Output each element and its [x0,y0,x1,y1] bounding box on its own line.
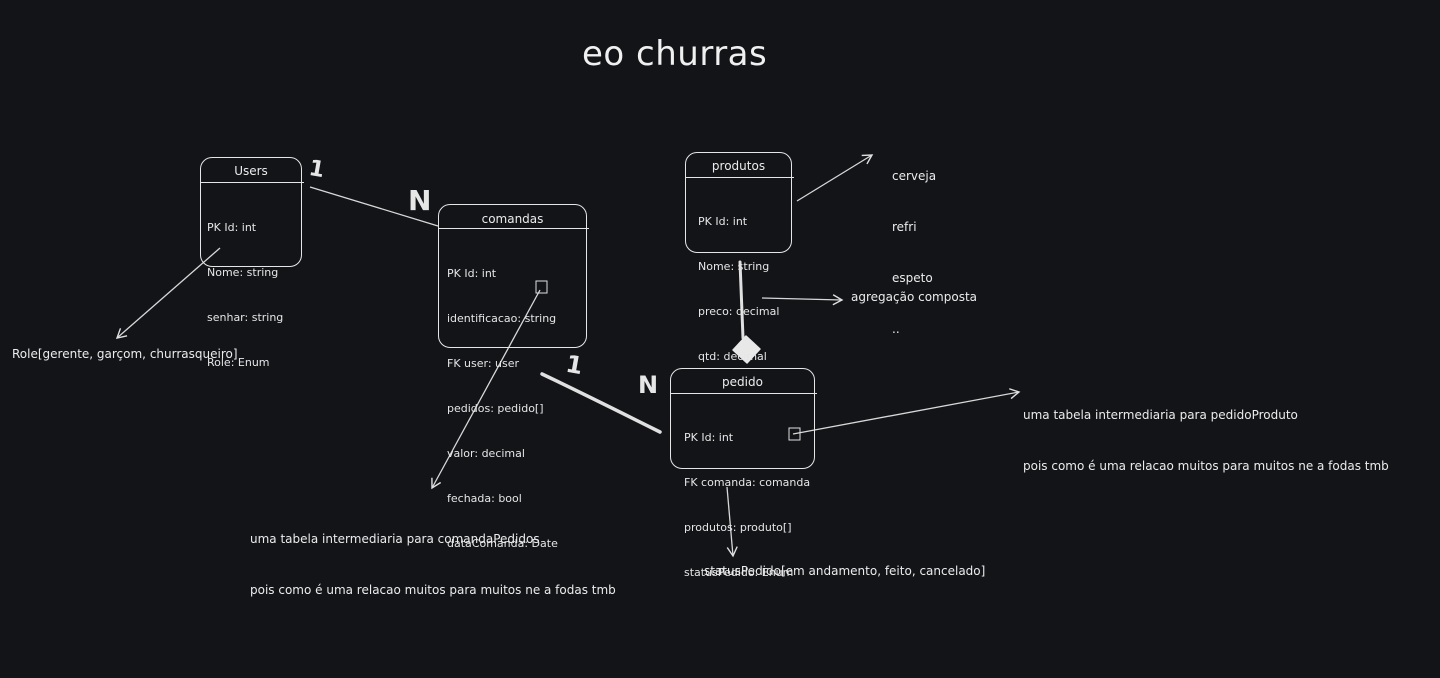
produtos-list-arrow [796,154,874,202]
produtos-field: qtd: decimal [698,350,767,363]
comanda-pedidos-note-line: uma tabela intermediaria para comandaPed… [250,532,540,546]
composition-diamond-icon [732,335,761,364]
produtos-entity-divider [685,177,794,178]
pedido-produto-note: uma tabela intermediaria para pedidoProd… [1023,373,1389,492]
comandas-field: fechada: bool [447,492,522,505]
users-field: senhar: string [207,311,284,324]
comandas-entity: comandas PK Id: int identificacao: strin… [438,204,589,550]
produtos-bracket-highlight [788,427,801,441]
role-enum-note: Role[gerente, garçom, churrasqueiro] [12,347,238,361]
aggregation-arrow [761,294,844,306]
produtos-list-item: refri [892,220,917,234]
produtos-list-note: cerveja refri espeto .. [892,134,936,355]
pedido-entity-divider [670,393,817,394]
page-title: eo churras [582,34,768,74]
pedido-entity-title: pedido [722,375,763,389]
cardinality-comandas-n: N [408,184,432,217]
produtos-field: PK Id: int [698,215,748,228]
comandas-field: dataComanda: Date [447,537,558,550]
produtos-list-item: espeto [892,271,933,285]
users-entity: Users PK Id: int Nome: string senhar: st… [200,157,304,369]
users-field: Nome: string [207,266,279,279]
produtos-entity-title: produtos [711,159,766,173]
status-arrow [726,486,738,558]
produtos-entity: produtos PK Id: int Nome: string preco: … [685,152,794,363]
comandas-field: pedidos: pedido[] [447,402,544,415]
produtos-list-item: .. [892,322,900,336]
comandas-field: FK user: user [447,357,520,370]
users-entity-title: Users [234,164,268,178]
users-field: Role: Enum [207,356,270,369]
aggregation-note: agregação composta [851,290,977,304]
comandas-field: valor: decimal [447,447,525,460]
comandas-pedido-relation-line [540,372,662,434]
pedido-field: PK Id: int [684,431,734,444]
comanda-pedidos-note-line: pois como é uma relacao muitos para muit… [250,583,616,597]
users-comandas-relation-line [309,186,439,227]
pedido-field: FK comanda: comanda [684,476,811,489]
produtos-list-item: cerveja [892,169,937,183]
comandas-entity-divider [438,228,589,229]
cardinality-pedido-n: N [638,371,659,399]
pedidos-bracket-highlight [535,280,548,294]
pedido-field: statusPedido: Enum [684,566,794,579]
users-field: PK Id: int [207,221,257,234]
status-enum-note: statusPedido[em andamento, feito, cancel… [704,564,986,578]
produtos-field: preco: decimal [698,305,780,318]
comandas-entity-title: comandas [481,212,544,226]
pedido-entity: pedido PK Id: int FK comanda: comanda pr… [670,368,817,579]
pedido-produto-arrow [792,388,1021,435]
comandas-field: identificacao: string [447,312,557,325]
comanda-pedidos-arrow [431,289,541,490]
comandas-field: PK Id: int [447,267,497,280]
produtos-pedido-composition-line [738,260,745,340]
produtos-field: Nome: string [698,260,770,273]
comanda-pedidos-note: uma tabela intermediaria para comandaPed… [250,497,616,616]
pedido-produto-note-line: uma tabela intermediaria para pedidoProd… [1023,408,1298,422]
pedido-produto-note-line: pois como é uma relacao muitos para muit… [1023,459,1389,473]
users-entity-divider [200,182,304,183]
pedido-field: produtos: produto[] [684,521,792,534]
